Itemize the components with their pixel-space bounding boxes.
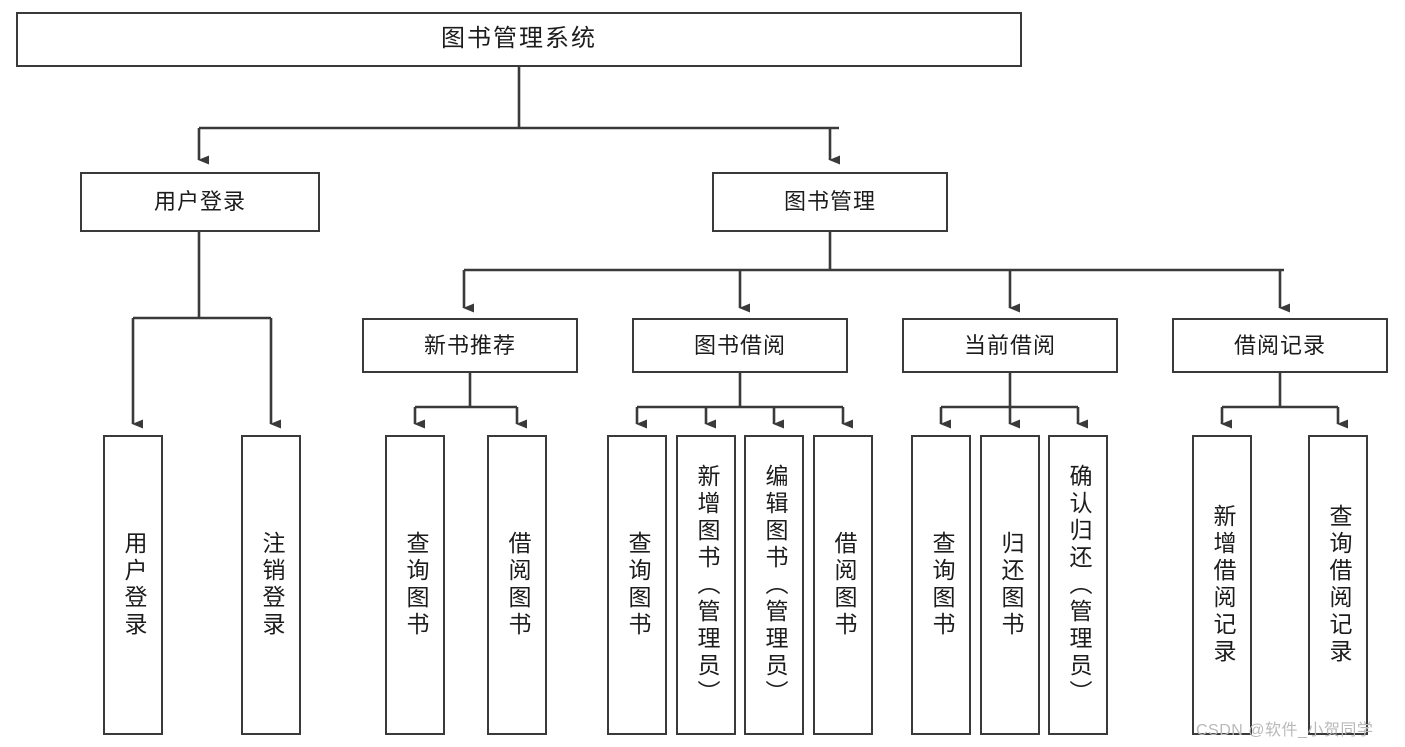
leaf-borrow-edit-book-admin[interactable]: 编辑图书（管理员） — [744, 435, 804, 735]
node-borrow-record[interactable]: 借阅记录 — [1172, 318, 1388, 373]
leaf-new-book-borrow-book[interactable]: 借阅图书 — [487, 435, 547, 735]
leaf-record-add-borrow-record[interactable]: 新增借阅记录 — [1192, 435, 1252, 735]
leaf-current-confirm-return-admin[interactable]: 确认归还（管理员） — [1048, 435, 1108, 735]
leaf-current-return-book[interactable]: 归还图书 — [980, 435, 1040, 735]
node-label: 新书推荐 — [423, 332, 516, 358]
node-root-book-management-system[interactable]: 图书管理系统 — [16, 12, 1022, 67]
leaf-user-login-logout[interactable]: 注销登录 — [241, 435, 301, 735]
node-label: 归还图书 — [997, 531, 1024, 639]
node-book-management[interactable]: 图书管理 — [712, 172, 948, 232]
leaf-new-book-query-book[interactable]: 查询图书 — [385, 435, 445, 735]
csdn-watermark: CSDN @软件_小贺同学 — [1196, 722, 1374, 739]
node-label: 查询图书 — [624, 531, 651, 639]
node-label: 新增借阅记录 — [1209, 504, 1236, 666]
node-label: 用户登录 — [120, 531, 147, 639]
node-label: 查询借阅记录 — [1325, 504, 1352, 666]
node-book-borrow[interactable]: 图书借阅 — [632, 318, 848, 373]
node-label: 图书管理系统 — [441, 25, 597, 53]
node-current-borrow[interactable]: 当前借阅 — [902, 318, 1118, 373]
node-label: 查询图书 — [402, 531, 429, 639]
node-label: 当前借阅 — [963, 332, 1056, 358]
node-label: 用户登录 — [153, 189, 246, 215]
node-label: 图书借阅 — [693, 332, 786, 358]
node-label: 图书管理 — [783, 189, 876, 215]
leaf-borrow-add-book-admin[interactable]: 新增图书（管理员） — [676, 435, 736, 735]
node-label: 借阅图书 — [830, 531, 857, 639]
node-label: 编辑图书（管理员） — [761, 463, 788, 707]
node-label: 借阅记录 — [1233, 332, 1326, 358]
node-label: 借阅图书 — [504, 531, 531, 639]
node-new-book-recommend[interactable]: 新书推荐 — [362, 318, 578, 373]
node-label: 查询图书 — [928, 531, 955, 639]
leaf-record-query-borrow-record[interactable]: 查询借阅记录 — [1308, 435, 1368, 735]
node-label: 新增图书（管理员） — [693, 463, 720, 707]
leaf-current-query-book[interactable]: 查询图书 — [911, 435, 971, 735]
leaf-user-login-login[interactable]: 用户登录 — [103, 435, 163, 735]
leaf-borrow-query-book[interactable]: 查询图书 — [607, 435, 667, 735]
node-label: 注销登录 — [258, 531, 285, 639]
node-label: 确认归还（管理员） — [1065, 463, 1092, 707]
leaf-borrow-borrow-book[interactable]: 借阅图书 — [813, 435, 873, 735]
node-user-login[interactable]: 用户登录 — [80, 172, 320, 232]
